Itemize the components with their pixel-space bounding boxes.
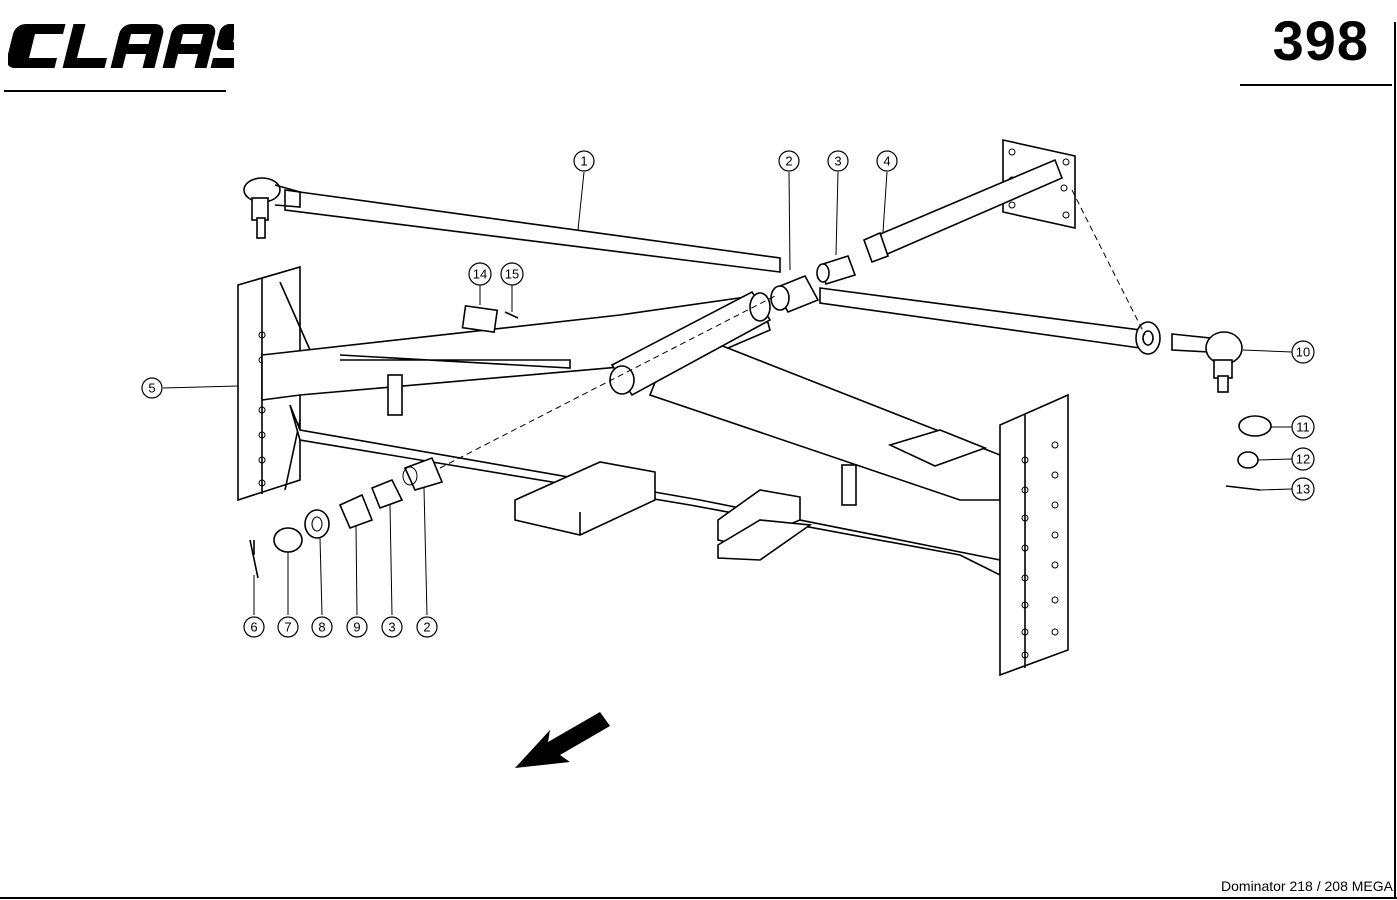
svg-text:12: 12 [1296, 452, 1310, 467]
ball-joint-right [1171, 331, 1243, 393]
model-footer: Dominator 218 / 208 MEGA [1221, 878, 1393, 894]
callout-12: 12 [1291, 447, 1315, 471]
callout-7: 7 [277, 616, 299, 638]
frame-right-border [1394, 22, 1396, 898]
callout-6: 6 [243, 616, 265, 638]
callout-11: 11 [1291, 415, 1315, 439]
svg-text:10: 10 [1296, 345, 1310, 360]
bushing-3 [370, 478, 404, 510]
svg-text:5: 5 [148, 381, 155, 396]
washer-8 [304, 509, 330, 539]
cotter-pin-6 [249, 539, 259, 579]
svg-text:7: 7 [284, 620, 291, 635]
svg-text:4: 4 [883, 154, 890, 169]
callout-2: 2 [778, 150, 800, 172]
pivot-tube [609, 290, 772, 397]
callout-1: 1 [573, 150, 595, 172]
callout-10: 10 [1291, 340, 1315, 364]
pin-15 [504, 311, 519, 319]
svg-text:14: 14 [473, 267, 487, 282]
frame-bottom-border [0, 897, 1397, 899]
header-rule-right [1240, 84, 1392, 86]
svg-text:6: 6 [250, 620, 257, 635]
mounting-plate-shaft [862, 139, 1076, 264]
callout-8: 8 [311, 616, 333, 638]
svg-text:3: 3 [834, 154, 841, 169]
callout-13: 13 [1291, 477, 1315, 501]
callout-15: 15 [500, 262, 524, 286]
callout-3: 3 [827, 150, 849, 172]
bushing-2 [403, 456, 444, 491]
upper-bushings [770, 255, 857, 314]
collar-11 [1238, 415, 1272, 437]
callout-5: 5 [141, 377, 163, 399]
main-frame [237, 265, 1069, 677]
castle-nut-12 [1237, 451, 1259, 469]
lower-parts-row [249, 456, 444, 579]
arrow-down-left-icon [515, 712, 610, 768]
callout-4: 4 [876, 150, 898, 172]
header-rule-left [4, 90, 226, 92]
plate-14 [461, 304, 499, 334]
callout-9: 9 [346, 616, 368, 638]
callout-3b: 3 [381, 616, 403, 638]
svg-text:8: 8 [318, 620, 325, 635]
cotter-pin-13 [1225, 485, 1261, 491]
svg-text:9: 9 [353, 620, 360, 635]
svg-text:11: 11 [1296, 420, 1310, 435]
callout-2b: 2 [416, 616, 438, 638]
svg-text:15: 15 [505, 267, 519, 282]
claas-logo [8, 24, 234, 68]
svg-text:13: 13 [1296, 482, 1310, 497]
svg-text:2: 2 [423, 620, 430, 635]
svg-text:3: 3 [388, 620, 395, 635]
castle-nut-7 [273, 527, 303, 553]
page-number: 398 [1272, 9, 1369, 72]
svg-text:2: 2 [785, 154, 792, 169]
callout-14: 14 [468, 262, 492, 286]
svg-text:1: 1 [580, 154, 587, 169]
bushing-9 [338, 493, 374, 530]
tie-rod [243, 177, 1161, 355]
